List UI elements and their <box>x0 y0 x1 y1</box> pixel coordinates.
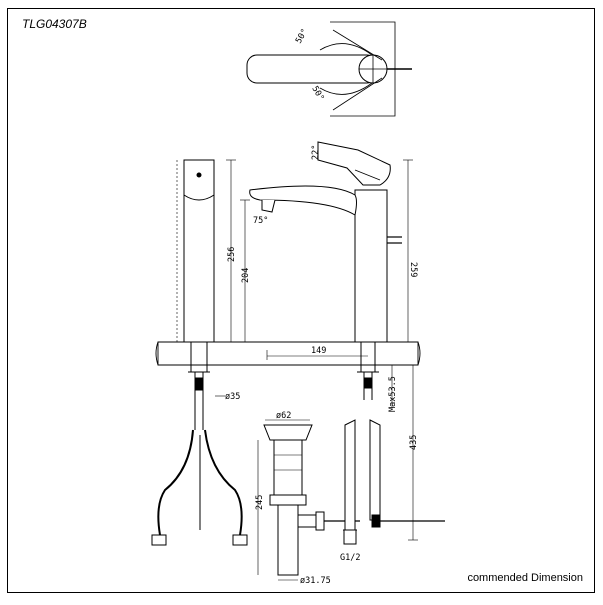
spout-angle-label: 75° <box>253 216 268 226</box>
waste-assembly: ø62 245 ø31.75 <box>255 411 360 586</box>
model-code: TLG04307B <box>22 17 87 31</box>
front-view: ø35 <box>151 159 248 546</box>
total-height-label: 259 <box>408 262 418 277</box>
reach-label: 149 <box>311 346 326 356</box>
overall-height-label: 256 <box>227 247 237 262</box>
caption: commended Dimension <box>467 572 583 584</box>
side-view: 22° 75° <box>155 141 421 400</box>
top-view: 50° 50° <box>246 21 412 117</box>
waste-bottom-diameter-label: ø31.75 <box>300 576 331 586</box>
max-deck-label: Max53.5 <box>388 376 398 412</box>
popup-rod: G1/2 <box>340 419 445 563</box>
drawing-frame <box>7 8 595 593</box>
spout-height-label: 204 <box>241 268 251 283</box>
lever-angle-label: 22° <box>311 145 321 160</box>
waste-top-diameter-label: ø62 <box>276 411 291 421</box>
waste-length-label: 245 <box>255 495 265 510</box>
thread-label: G1/2 <box>340 553 360 563</box>
hole-diameter-label: ø35 <box>225 392 240 402</box>
trap-height-label: 435 <box>409 435 419 450</box>
swivel-angle-top-label: 50° <box>294 27 310 45</box>
dimension-lines: 256 204 259 149 Max53.5 435 <box>226 159 419 541</box>
swivel-angle-bottom-label: 50° <box>309 85 325 103</box>
